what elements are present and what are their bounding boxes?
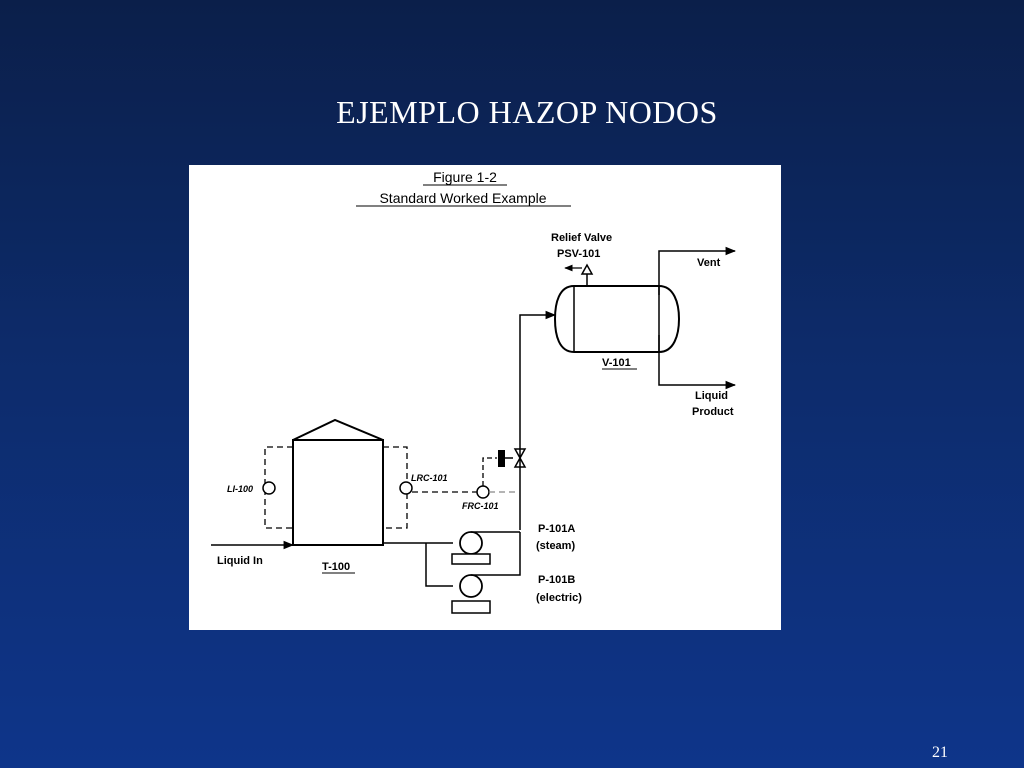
control-valve-icon: [513, 448, 527, 468]
frc-to-valve-signal: [482, 457, 497, 486]
pump-p101a-base: [451, 553, 491, 565]
li-signal-line: [264, 446, 293, 529]
relief-valve-label: Relief Valve: [551, 232, 612, 244]
figure-caption: Standard Worked Example: [379, 190, 546, 206]
li-100-instrument: [262, 481, 276, 495]
liquid-in-label: Liquid In: [217, 555, 263, 567]
page-number: 21: [932, 744, 948, 761]
tank-roof: [292, 418, 384, 441]
frc-label: FRC-101: [462, 501, 499, 511]
control-valve-actuator: [498, 450, 505, 467]
pump-p101b: [459, 574, 483, 598]
pid-diagram-panel: Figure 1-2 Standard Worked Example V-101…: [189, 165, 781, 630]
lrc-101-instrument: [399, 481, 413, 495]
discharge-line: [519, 310, 557, 530]
pump-b-discharge: [471, 532, 521, 576]
tank-t100: [292, 439, 384, 546]
suction-header: [425, 543, 453, 587]
pid-diagram: Figure 1-2 Standard Worked Example V-101…: [211, 169, 737, 614]
frc-101-instrument: [476, 485, 490, 499]
vent-line: [658, 246, 737, 295]
liquid-product-label-1: Liquid: [695, 390, 728, 402]
pump-b-type-label: (electric): [536, 592, 582, 604]
pump-p101a: [459, 531, 483, 555]
li-label: LI-100: [227, 484, 253, 494]
vent-label: Vent: [697, 257, 721, 269]
vessel-label: V-101: [602, 357, 631, 369]
relief-valve-icon: [580, 263, 594, 275]
tank-label: T-100: [322, 561, 350, 573]
psv-label: PSV-101: [557, 248, 600, 260]
lrc-label: LRC-101: [411, 473, 448, 483]
pump-b-label: P-101B: [538, 574, 575, 586]
pump-a-label: P-101A: [538, 523, 575, 535]
pump-p101b-base: [451, 600, 491, 614]
liquid-product-label-2: Product: [692, 406, 734, 418]
liquid-product-line: [658, 335, 737, 390]
figure-number: Figure 1-2: [433, 169, 497, 185]
slide-title: EJEMPLO HAZOP NODOS: [336, 94, 718, 130]
pump-a-type-label: (steam): [536, 540, 575, 552]
